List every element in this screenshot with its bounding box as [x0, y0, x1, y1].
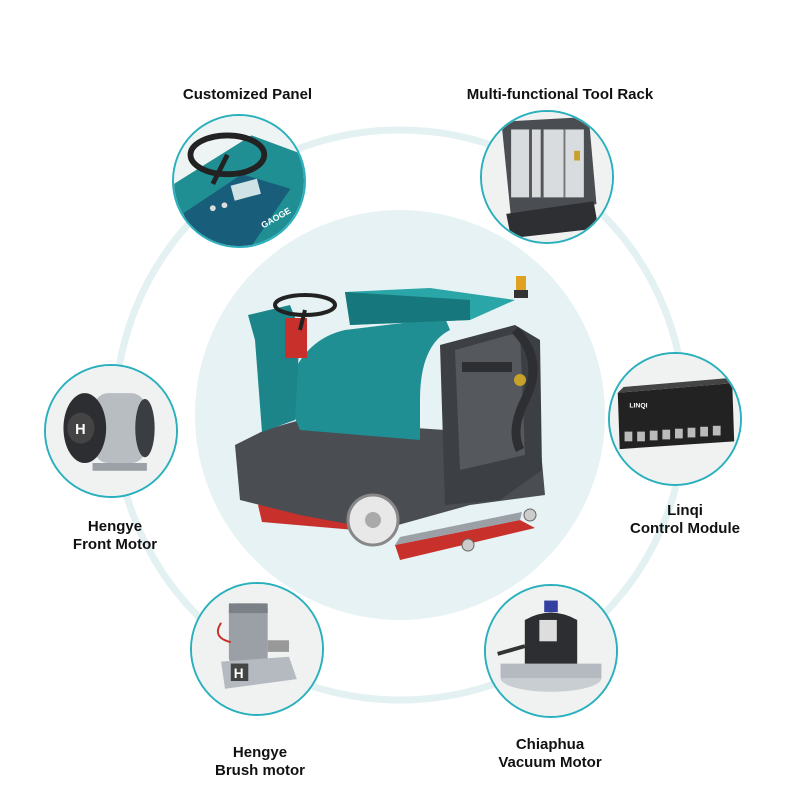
bubble-customized-panel: GAOGE — [172, 114, 306, 248]
label-line: Chiaphua — [515, 736, 585, 753]
label-line: Control Module — [630, 520, 740, 537]
label-tool-rack: Multi-functional Tool Rack — [430, 86, 690, 104]
bubble-front-motor: H — [44, 364, 178, 498]
steering-panel-icon: GAOGE — [174, 116, 304, 246]
label-brush-motor: Hengye Brush motor — [180, 744, 340, 780]
bubble-brush-motor: H — [190, 582, 324, 716]
label-line: Brush motor — [215, 762, 305, 779]
brush-motor-icon: H — [192, 584, 322, 714]
label-line: Front Motor — [72, 536, 158, 553]
label-front-motor: Hengye Front Motor — [40, 518, 190, 554]
label-vacuum-motor: Chiaphua Vacuum Motor — [470, 736, 630, 772]
label-line: Vacuum Motor — [498, 754, 602, 771]
brush-motor-letter: H — [234, 666, 244, 681]
bubble-control-module: LINQI — [608, 352, 742, 486]
tool-rack-icon — [482, 112, 612, 242]
label-line: Hengye — [87, 518, 143, 535]
control-module-icon: LINQI — [610, 354, 740, 484]
bubble-vacuum-motor — [484, 584, 618, 718]
control-brand-text: LINQI — [629, 402, 647, 409]
front-motor-letter: H — [75, 422, 86, 438]
bubble-tool-rack — [480, 110, 614, 244]
vacuum-motor-icon — [486, 586, 616, 716]
front-motor-icon: H — [46, 366, 176, 496]
label-control-module: Linqi Control Module — [600, 502, 770, 538]
label-customized-panel: Customized Panel — [160, 86, 335, 104]
label-line: Customized Panel — [182, 86, 313, 103]
label-line: Multi-functional Tool Rack — [466, 86, 654, 103]
label-line: Linqi — [667, 502, 703, 519]
label-line: Hengye — [232, 744, 288, 761]
